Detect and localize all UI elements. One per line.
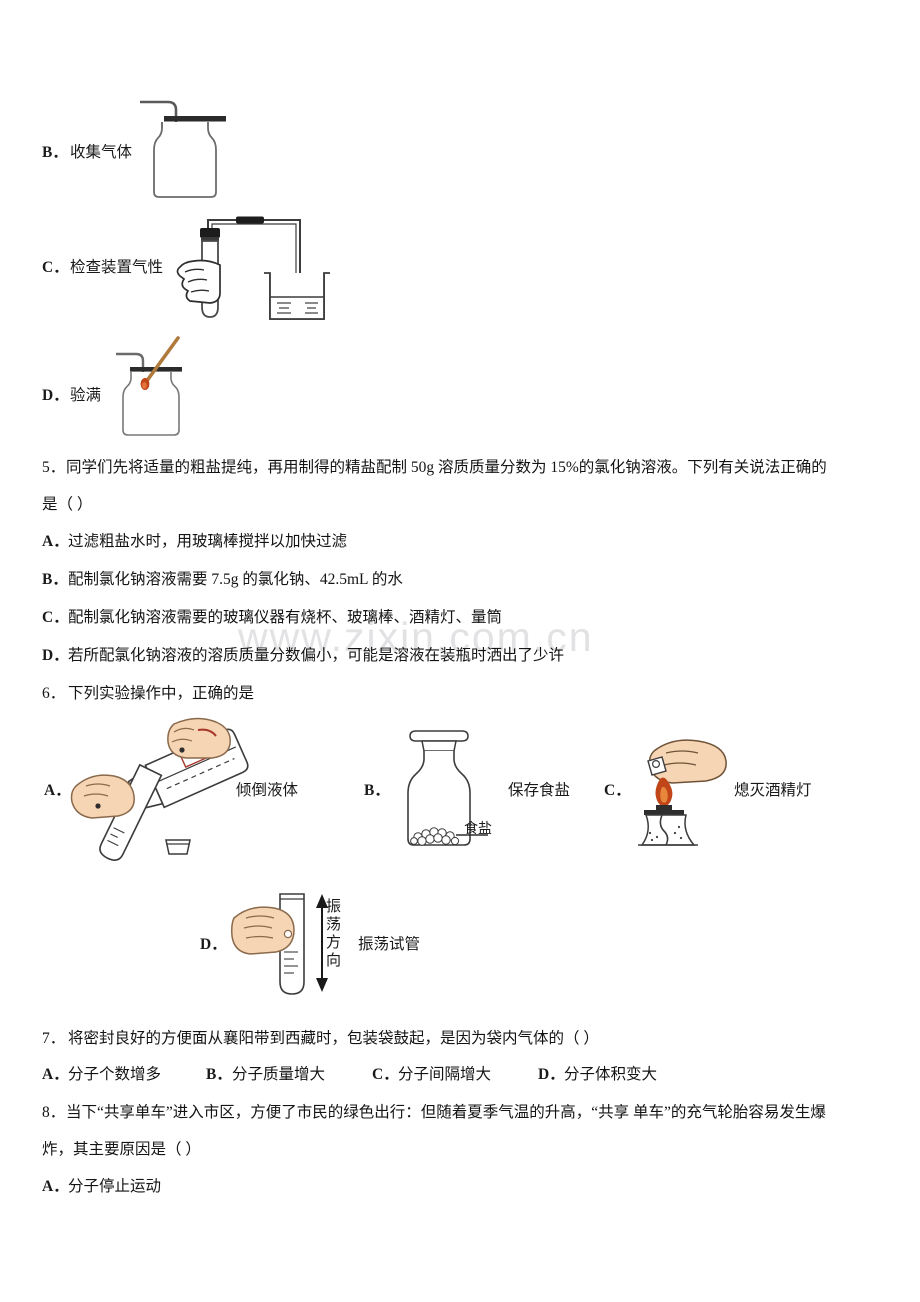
question-5-option-a-text: 过滤粗盐水时，用玻璃棒搅拌以加快过滤 <box>68 533 348 550</box>
question-6-option-c-caption: 熄灭酒精灯 <box>734 782 812 799</box>
question-8-option-a-text: 分子停止运动 <box>68 1178 162 1195</box>
question-8-option-a-letter: A． <box>42 1178 69 1195</box>
question-6-option-c-letter: C． <box>604 782 631 799</box>
question-7-option-b-text: 分子质量增大 <box>232 1066 326 1083</box>
question-5-option-c-text: 配制氯化钠溶液需要的玻璃仪器有烧杯、玻璃棒、酒精灯、量筒 <box>68 609 503 626</box>
question-7-stem: 将密封良好的方便面从襄阳带到西藏时，包装袋鼓起，是因为袋内气体的（ ） <box>68 1030 599 1047</box>
question-7-option-b-letter: B． <box>206 1066 232 1083</box>
question-8-stem-line2: 炸，其主要原因是（ ） <box>42 1141 201 1158</box>
question-7-option-a-text: 分子个数增多 <box>68 1066 162 1083</box>
shake-direction-label: 振荡方向 <box>324 898 340 970</box>
fullness-test-figure <box>112 336 232 438</box>
question-5-option-c-letter: C． <box>42 609 69 626</box>
salt-inner-label: 食盐 <box>464 822 492 837</box>
salt-storage-bottle-figure <box>400 727 520 852</box>
option-label-airtightness: 检查装置气性 <box>70 259 164 276</box>
question-6-option-a-caption: 倾倒液体 <box>236 782 299 799</box>
question-7-option-c-letter: C． <box>372 1066 399 1083</box>
question-6-option-b-caption: 保存食盐 <box>508 782 571 799</box>
option-letter-b-top: B． <box>42 144 68 161</box>
question-8-stem-line1: 当下“共享单车”进入市区，方便了市民的绿色出行：但随着夏季气温的升高，“共享 单… <box>66 1104 826 1121</box>
shake-test-tube-figure <box>231 890 352 1000</box>
option-letter-d-top: D． <box>42 387 69 404</box>
airtightness-test-figure <box>176 215 338 330</box>
question-5-option-d-text: 若所配氯化钠溶液的溶质质量分数偏小，可能是溶液在装瓶时洒出了少许 <box>68 647 565 664</box>
pouring-liquid-figure <box>70 712 260 862</box>
question-6-option-a-letter: A． <box>44 782 71 799</box>
option-label-fullness-test: 验满 <box>70 387 102 404</box>
question-7-option-d-text: 分子体积变大 <box>564 1066 658 1083</box>
question-6-number: 6． <box>42 685 66 702</box>
question-5-option-b-text: 配制氯化钠溶液需要 7.5g 的氯化钠、42.5mL 的水 <box>68 571 403 588</box>
question-6-stem: 下列实验操作中，正确的是 <box>68 685 255 702</box>
question-7-number: 7． <box>42 1030 66 1047</box>
question-7-option-d-letter: D． <box>538 1066 565 1083</box>
question-6-option-d-letter: D． <box>200 936 227 953</box>
question-5-stem-line1: 同学们先将适量的粗盐提纯，再用制得的精盐配制 50g 溶质质量分数为 15%的氯… <box>66 459 827 476</box>
question-5-stem-line2: 是（ ） <box>42 496 93 513</box>
question-5-option-d-letter: D． <box>42 647 69 664</box>
question-8-number: 8． <box>42 1104 66 1121</box>
option-letter-c-top: C． <box>42 259 69 276</box>
question-6-option-b-letter: B． <box>364 782 390 799</box>
option-label-collect-gas: 收集气体 <box>70 144 133 161</box>
question-5-number: 5． <box>42 459 66 476</box>
gas-collection-bottle-figure <box>128 82 253 202</box>
question-7-option-a-letter: A． <box>42 1066 69 1083</box>
question-5-option-a-letter: A． <box>42 533 69 550</box>
question-5-option-b-letter: B． <box>42 571 68 588</box>
watermark-text: www.zixin.com.cn <box>238 614 594 660</box>
question-6-option-d-caption: 振荡试管 <box>358 936 421 953</box>
extinguish-alcohol-lamp-figure <box>632 727 752 852</box>
question-7-option-c-text: 分子间隔增大 <box>398 1066 492 1083</box>
